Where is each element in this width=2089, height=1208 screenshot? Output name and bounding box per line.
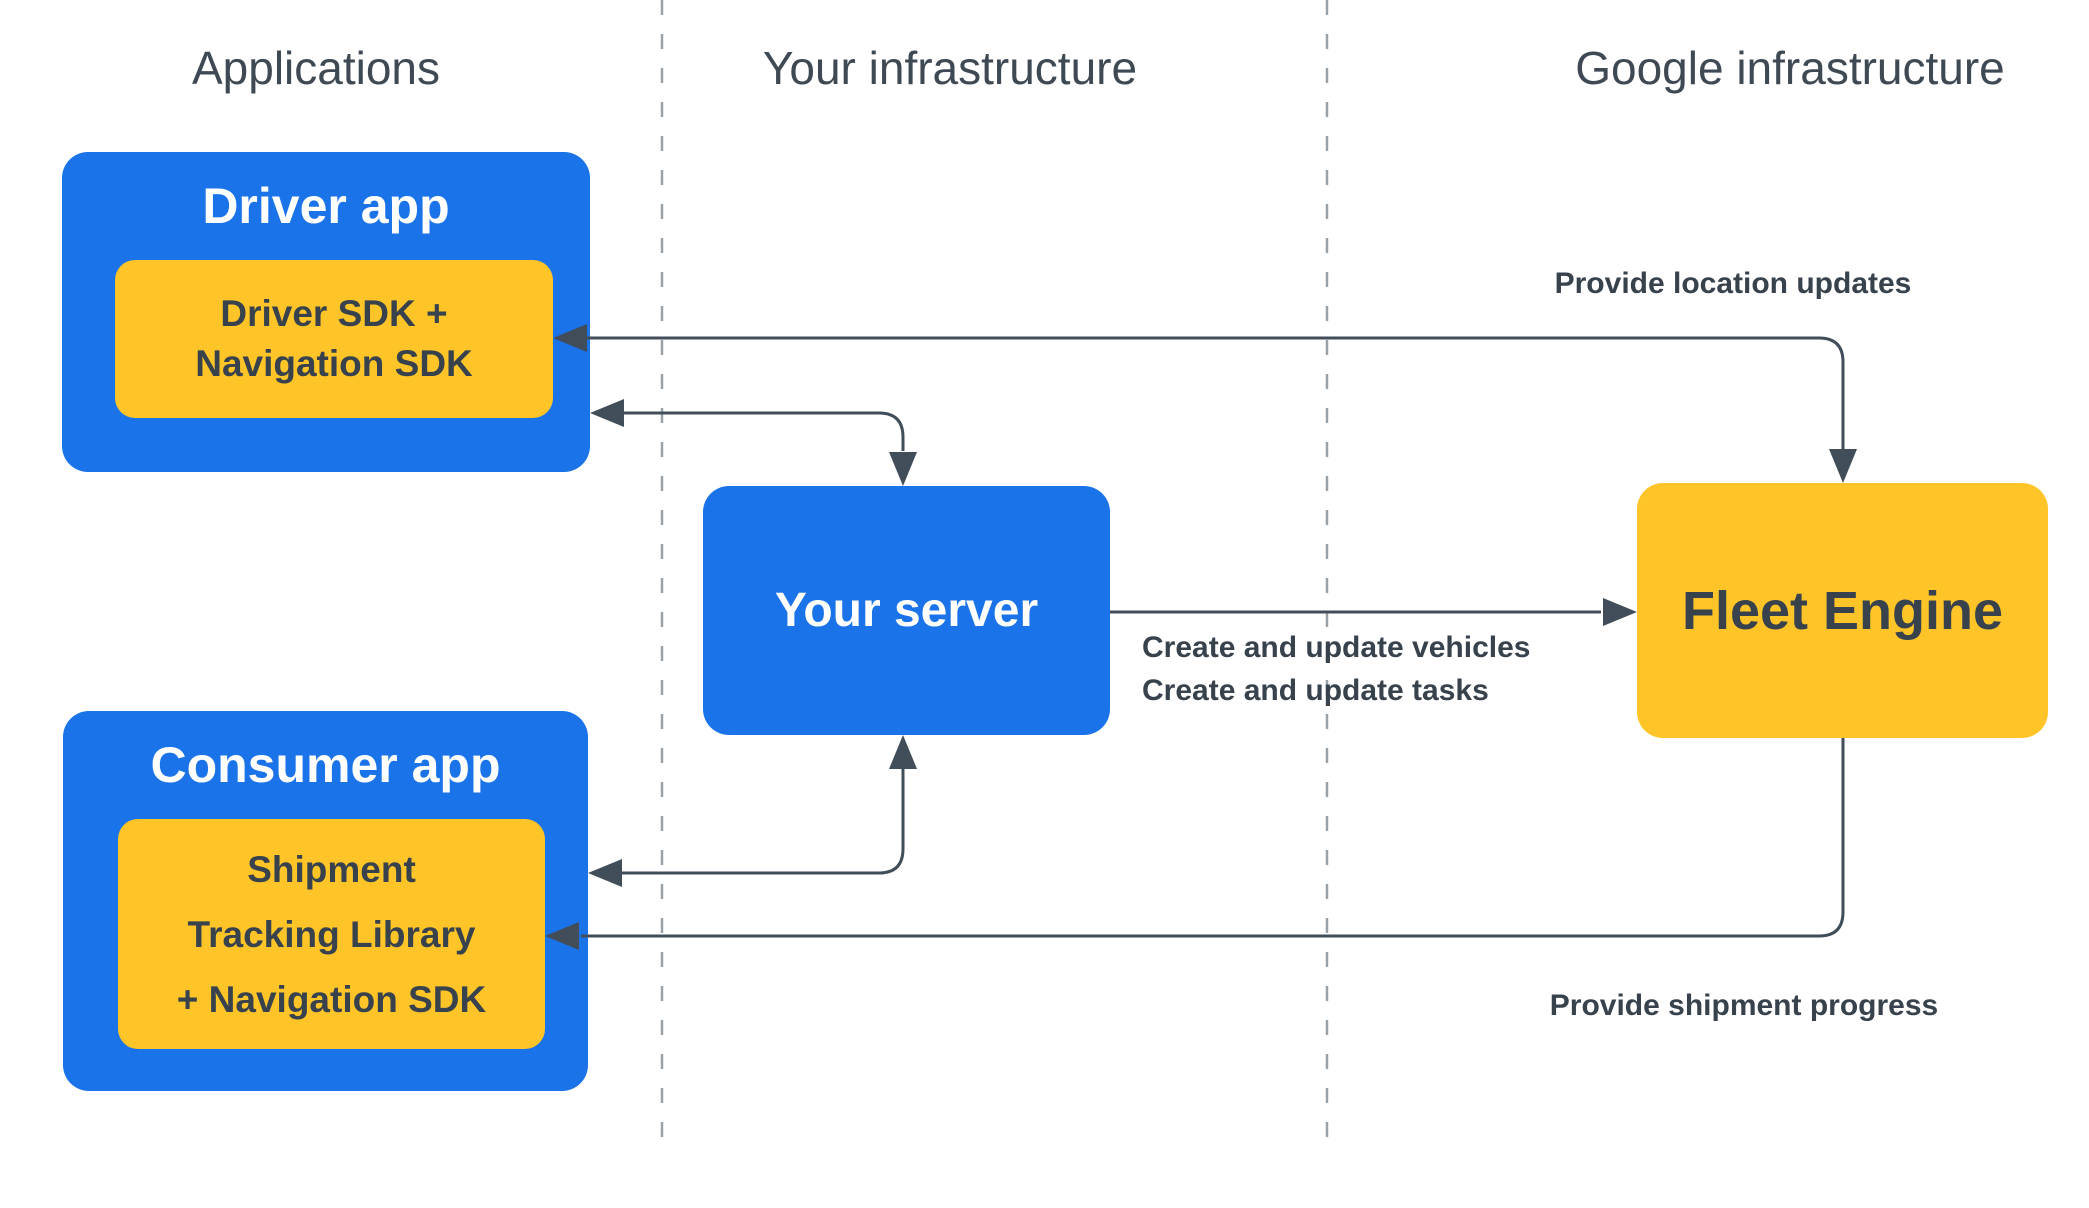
- node-your-server: Your server: [703, 486, 1110, 735]
- connector-fleet-engine-shipment-library: [581, 738, 1845, 938]
- column-header-your-infrastructure: Your infrastructure: [762, 42, 1138, 94]
- edge-label-provide-shipment-progress: Provide shipment progress: [1549, 989, 1939, 1022]
- shipment-tracking-library-box: Shipment Tracking Library + Navigation S…: [118, 819, 545, 1049]
- node-fleet-engine: Fleet Engine: [1637, 483, 2048, 738]
- node-consumer-app: Consumer app Shipment Tracking Library +…: [63, 711, 588, 1091]
- arrowhead-into-driver-app: [590, 399, 624, 427]
- node-driver-app: Driver app Driver SDK + Navigation SDK: [62, 152, 590, 472]
- edge-label-provide-location-updates: Provide location updates: [1554, 267, 1912, 300]
- arrowhead-into-your-server-bottom: [889, 735, 917, 769]
- your-server-title: Your server: [774, 584, 1039, 637]
- column-header-applications: Applications: [191, 42, 441, 94]
- connector-your-server-consumer-app: [622, 769, 905, 875]
- arrowhead-into-consumer-app: [588, 859, 622, 887]
- edge-label-create-and-update: Create and update vehicles Create and up…: [1142, 631, 1531, 707]
- fleet-engine-title: Fleet Engine: [1681, 580, 2004, 641]
- consumer-app-title: Consumer app: [150, 737, 501, 793]
- column-header-google-infrastructure: Google infrastructure: [1575, 42, 2005, 94]
- driver-app-title: Driver app: [202, 178, 450, 234]
- arrowhead-into-fleet-engine-top: [1829, 449, 1857, 483]
- driver-sdk-box: Driver SDK + Navigation SDK: [115, 260, 553, 418]
- arrowhead-into-your-server-top: [889, 452, 917, 486]
- arrowhead-into-fleet-engine-left: [1603, 598, 1637, 626]
- connector-driver-sdk-fleet-engine: [587, 336, 1845, 449]
- connector-driver-app-your-server: [624, 411, 905, 451]
